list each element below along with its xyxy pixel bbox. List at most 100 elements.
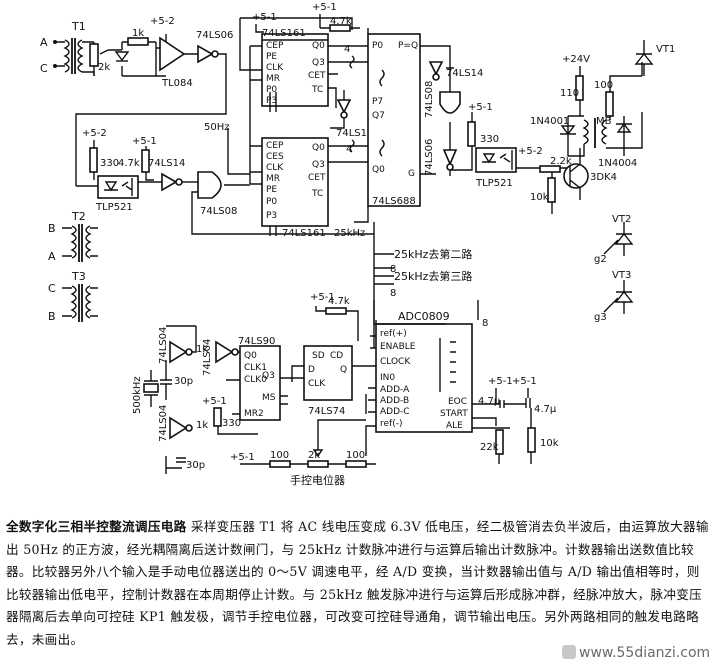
crystal-500khz (143, 370, 159, 407)
pin-ces-b: CES (266, 152, 284, 162)
and-gate-74ls08-vertical (439, 67, 461, 114)
thyristor-vt3 (603, 280, 634, 314)
label-n4-b: 4 (346, 144, 352, 155)
pin-pq-cmp: P=Q (398, 41, 418, 51)
inverter-74ls04-b (215, 340, 239, 364)
label-4k7-ff: 4.7k (328, 296, 350, 307)
pin-p3-a: P3 (266, 96, 277, 106)
pin-pe-a: PE (266, 52, 277, 62)
label-100: 100 (594, 80, 613, 91)
counter-74ls161-b (261, 137, 329, 227)
resistor-2k (89, 42, 122, 76)
pin-q0-cmp: Q0 (372, 165, 385, 175)
label-74ls14-left: 74LS14 (148, 158, 185, 169)
pin-q3-a: Q3 (312, 58, 325, 68)
pin-cet-a: CET (308, 71, 326, 81)
diode-1n4004 (616, 116, 632, 156)
pin-g-cmp: G (408, 169, 415, 179)
label-330-left: 330 (100, 158, 119, 169)
label-pot-100a: 100 (270, 450, 289, 461)
resistor-2k2 (539, 165, 561, 173)
label-v51-ff: +5-1 (310, 292, 335, 303)
label-tlp521-right: TLP521 (475, 178, 513, 189)
counter-74ls161-a (261, 33, 329, 107)
label-2k: 2k (98, 62, 110, 73)
pin-clk-b: CLK (266, 163, 284, 173)
label-v51-adc-a: +5-1 (488, 376, 513, 387)
label-22k-adc: 22k (480, 442, 499, 453)
pin-p0-b: P0 (266, 197, 277, 207)
label-330-osc: 330 (222, 418, 241, 429)
inverter-74ls14-mid (330, 90, 352, 129)
label-v52-right: +5-2 (518, 146, 543, 157)
transformer-t2 (62, 224, 98, 262)
label-74ls08-v: 74LS08 (424, 81, 435, 118)
pin-p0-cmp: P0 (372, 41, 383, 51)
label-3dk4: 3DK4 (590, 172, 617, 183)
pin-tc-b: TC (311, 189, 323, 199)
label-24v: +24V (562, 54, 590, 65)
label-74ls14-mid: 74LS14 (336, 128, 373, 139)
buffer-74ls06-vertical (442, 122, 458, 176)
label-74ls06-top: 74LS06 (196, 30, 233, 41)
label-pot-v: +5-1 (230, 452, 255, 463)
label-a-in: A (40, 36, 48, 49)
label-10k: 10k (530, 192, 549, 203)
pin-ms-ls90: MS (262, 393, 276, 403)
label-74ls04-a: 74LS04 (158, 327, 169, 364)
transformer-t1 (53, 38, 95, 76)
pin-q0-a: Q0 (312, 41, 325, 51)
label-74ls14-right: 74LS14 (446, 68, 483, 79)
label-1n4001: 1N4001 (530, 116, 569, 127)
thyristor-vt1 (634, 40, 654, 76)
pin-ale: ALE (446, 421, 463, 431)
label-4k7-left: 4.7k (118, 158, 140, 169)
pin-ref-minus: ref(-) (380, 419, 402, 429)
label-25khz-third: 25kHz去第三路 (394, 269, 472, 283)
pin-pe-b: PE (266, 185, 277, 195)
pin-add-c: ADD-C (380, 407, 410, 417)
label-74ls04-b: 74LS04 (202, 339, 213, 376)
transistor-3dk4 (563, 148, 589, 200)
pin-in0: IN0 (380, 373, 395, 383)
pin-cd-ff: CD (330, 351, 343, 361)
label-tlp521-left: TLP521 (95, 202, 133, 213)
label-50hz: 50Hz (204, 122, 230, 133)
resistor-100 (605, 91, 614, 117)
pin-add-a: ADD-A (380, 385, 410, 395)
caption-title: 全数字化三相半控整流调压电路 (6, 519, 187, 534)
pin-enable: ENABLE (380, 342, 416, 352)
pin-start: START (440, 409, 468, 419)
pin-q3-b: Q3 (312, 160, 325, 170)
inverter-74ls14-left (161, 172, 198, 192)
pin-q-ff: Q (340, 365, 347, 375)
label-v51-a2: +5-1 (312, 2, 337, 13)
label-pot-2k: 2k (308, 450, 320, 461)
transformer-t3 (62, 284, 98, 322)
opamp-tl084 (156, 34, 198, 72)
inverter-74ls14-right (428, 61, 444, 81)
buffer-74ls06-top (75, 44, 227, 186)
resistor-4k7-ff (325, 307, 347, 315)
pin-q0-ls90: Q0 (244, 351, 257, 361)
label-74ls08-left: 74LS08 (200, 206, 237, 217)
label-1k-osc-b: 1k (196, 420, 208, 431)
label-v51-osc: +5-1 (202, 396, 227, 407)
optocoupler-tlp521-right (475, 147, 517, 173)
resistor-330-left (89, 147, 98, 173)
pin-cep-b: CEP (266, 141, 284, 151)
thyristor-vt2 (603, 222, 634, 256)
label-c-in: C (40, 62, 48, 75)
label-v52-left: +5-2 (82, 128, 107, 139)
label-n8-b: 8 (390, 288, 396, 299)
comparator-74ls688 (367, 33, 421, 207)
resistor-pot-100a (269, 460, 291, 468)
label-1n4004: 1N4004 (598, 158, 637, 169)
label-t1: T1 (71, 20, 86, 33)
label-v51-left: +5-1 (132, 136, 157, 147)
label-v51-b: +5-1 (468, 102, 493, 113)
pin-mr2-ls90: MR2 (244, 409, 264, 419)
label-g3: g3 (594, 312, 607, 323)
label-vt1: VT1 (656, 44, 675, 55)
pin-q0-b: Q0 (312, 143, 325, 153)
